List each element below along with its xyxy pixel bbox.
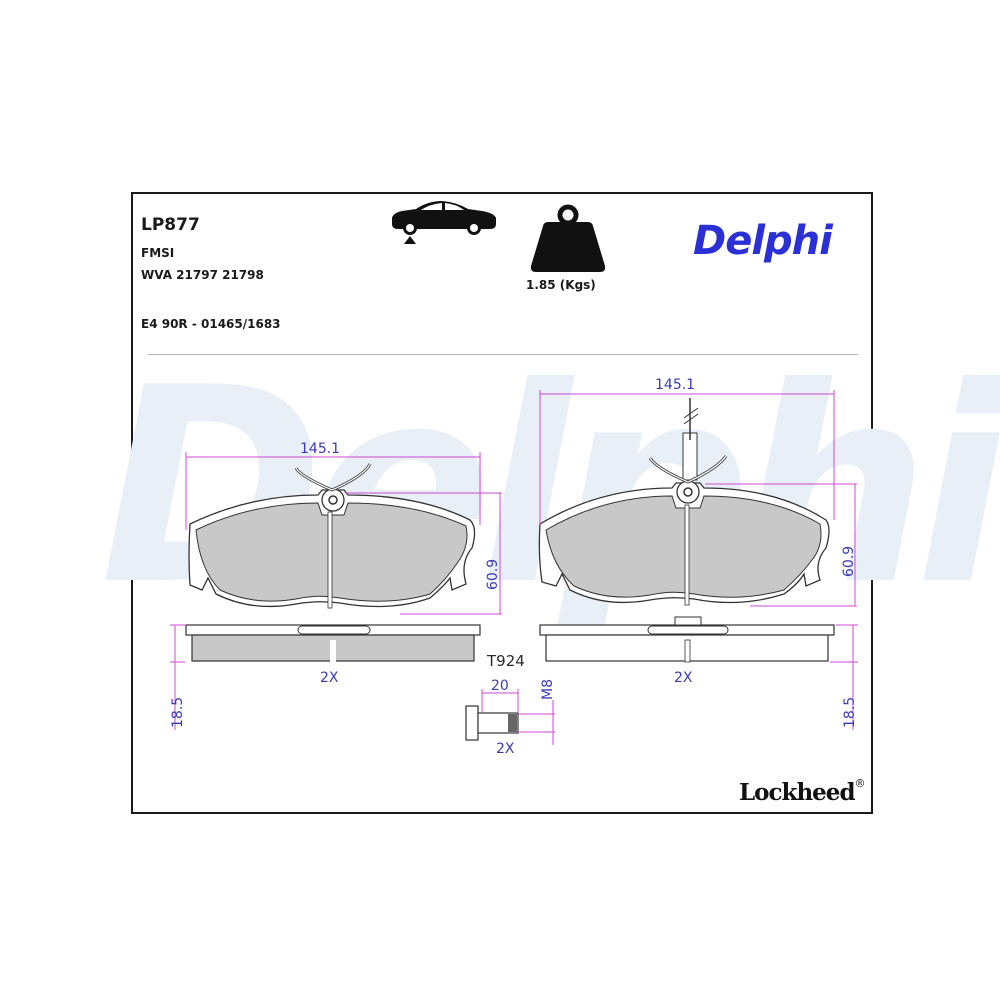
weight-value: 1.85 (Kgs) bbox=[526, 278, 596, 292]
ece-approval: E4 90R - 01465/1683 bbox=[141, 317, 281, 331]
header-divider bbox=[148, 354, 858, 355]
registered-mark: ® bbox=[854, 777, 866, 790]
lockheed-text: Lockheed bbox=[739, 779, 856, 806]
delphi-logo: Delphi bbox=[693, 218, 833, 264]
wva-numbers: WVA 21797 21798 bbox=[141, 268, 264, 282]
part-number: LP877 bbox=[141, 215, 200, 235]
lockheed-logo: Lockheed® bbox=[739, 777, 866, 806]
fmsi-label: FMSI bbox=[141, 246, 175, 260]
spec-sheet-frame bbox=[131, 192, 873, 814]
